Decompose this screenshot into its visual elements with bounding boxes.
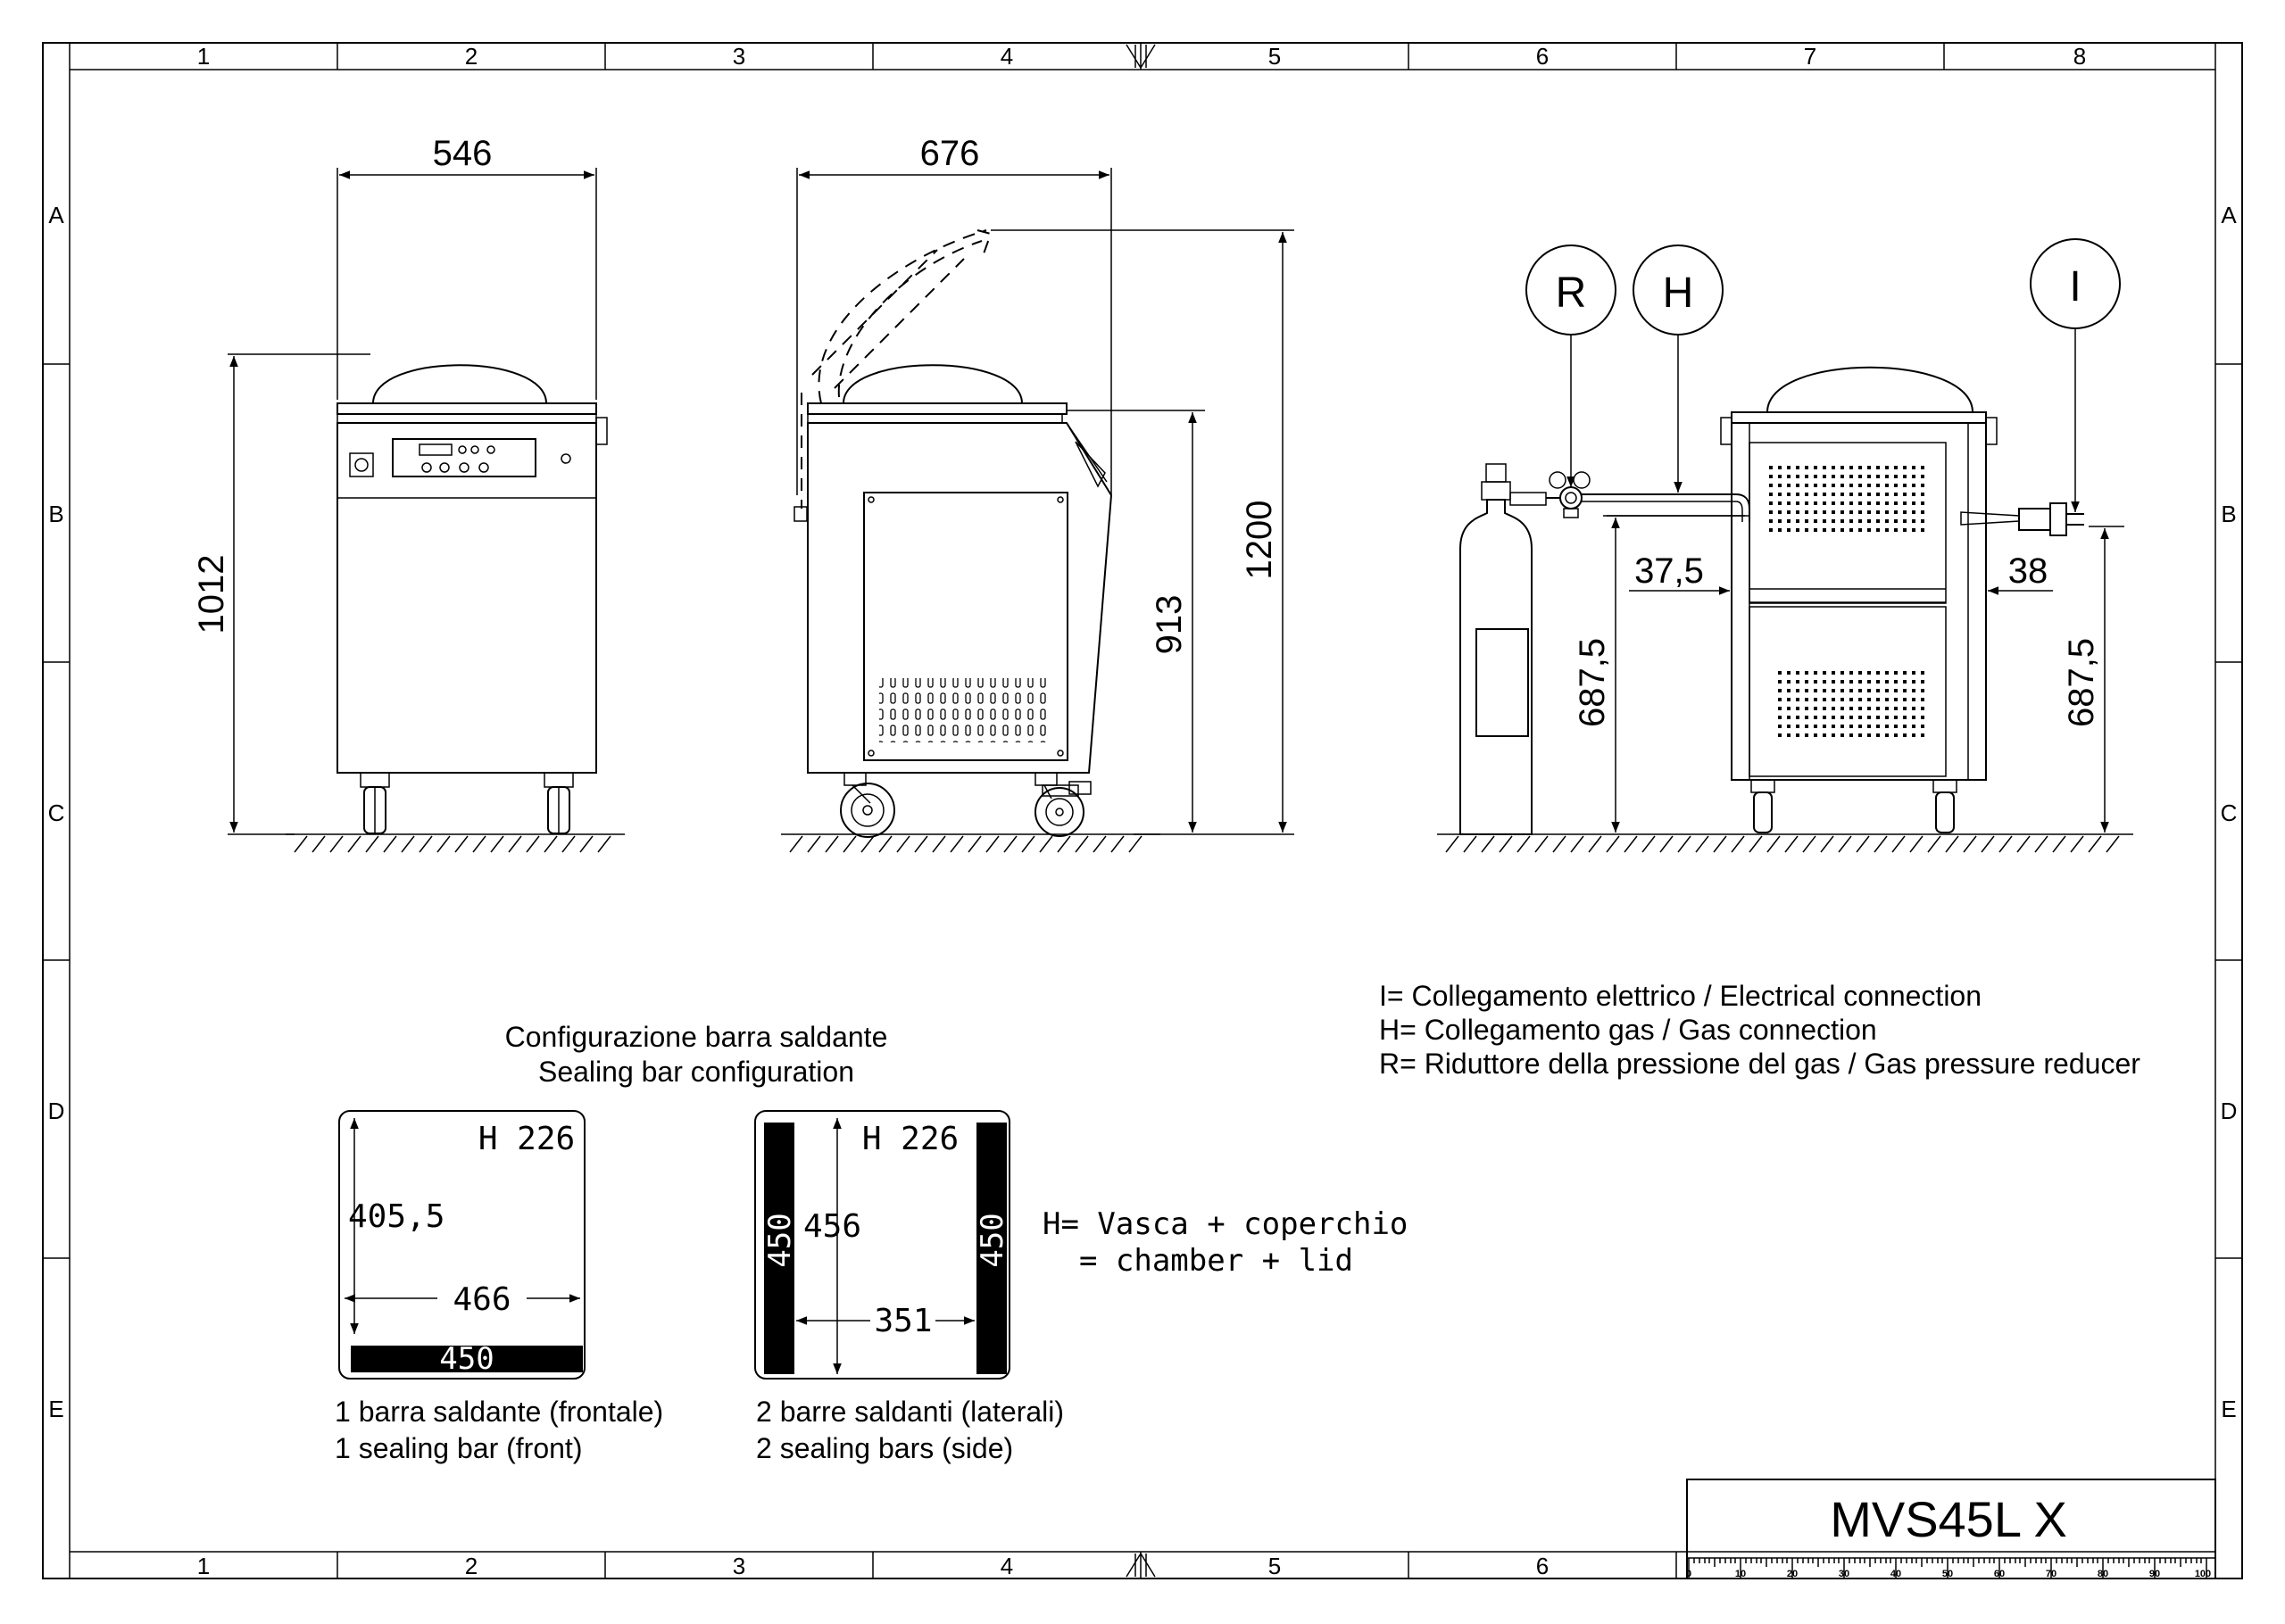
frame-column-label: 7 xyxy=(1804,43,1816,70)
side-total-height-dimension: 1200 xyxy=(1240,501,1279,580)
frame-column-label: 6 xyxy=(1536,1553,1549,1579)
scale-label: 50 xyxy=(1942,1569,1953,1579)
side-depth-dimension: 676 xyxy=(920,134,980,173)
sealing-side-width: 351 xyxy=(874,1303,932,1339)
callout-h-label: H xyxy=(1663,269,1694,317)
sealing-front-bar-length: 450 xyxy=(439,1341,494,1377)
sealing-front-depth: 405,5 xyxy=(348,1198,445,1235)
front-height-dimension: 1012 xyxy=(192,555,231,634)
frame-column-label: 1 xyxy=(197,1553,210,1579)
h-note-line-2: = chamber + lid xyxy=(1043,1243,1353,1279)
rear-machine-body xyxy=(1720,366,1998,833)
frame-column-label: 6 xyxy=(1536,43,1549,70)
scale-label: 30 xyxy=(1839,1569,1849,1579)
rear-callouts xyxy=(1525,238,2121,512)
sealing-side-diagram: H 226 456 351 450 450 xyxy=(754,1110,1010,1380)
front-floor-hatch xyxy=(286,833,625,853)
callout-r-label: R xyxy=(1556,269,1587,317)
frame-column-label: 1 xyxy=(197,43,210,70)
legend-item: I= Collegamento elettrico / Electrical c… xyxy=(1379,980,1982,1012)
frame-row-label: C xyxy=(2221,800,2238,826)
sealing-side-h-label: H 226 xyxy=(862,1121,959,1157)
frame-column-label: 5 xyxy=(1268,43,1281,70)
side-dimension-lines xyxy=(796,168,1294,835)
sealing-front-h-label: H 226 xyxy=(478,1121,575,1157)
frame-column-label: 2 xyxy=(465,1553,478,1579)
side-view: 676 1200 913 xyxy=(781,134,1294,853)
electrical-connection-height-dimension: 687,5 xyxy=(2062,638,2101,727)
connection-legend: I= Collegamento elettrico / Electrical c… xyxy=(1379,980,2140,1080)
rear-floor-hatch xyxy=(1437,833,2133,853)
frame-row-label: B xyxy=(2221,501,2236,527)
legend-item: R= Riduttore della pressione del gas / G… xyxy=(1379,1048,2140,1080)
sealing-side-caption-en: 2 sealing bars (side) xyxy=(756,1432,1013,1464)
gas-hose xyxy=(1582,493,1750,522)
electrical-plug xyxy=(1960,502,2084,536)
sealing-side-depth: 456 xyxy=(803,1208,861,1245)
front-dimension-lines xyxy=(228,168,597,835)
sealing-side-caption-it: 2 barre saldanti (laterali) xyxy=(756,1396,1064,1428)
frame-row-label: B xyxy=(48,501,63,527)
frame-row-label: E xyxy=(2221,1396,2236,1422)
scale-label: 80 xyxy=(2098,1569,2108,1579)
frame-column-label: 3 xyxy=(733,43,745,70)
scale-label: 60 xyxy=(1994,1569,2005,1579)
gas-cylinder xyxy=(1459,463,1547,835)
scale-label: 40 xyxy=(1890,1569,1901,1579)
frame-column-label: 3 xyxy=(733,1553,745,1579)
scale-label: 100 xyxy=(2195,1569,2211,1579)
scale-label: 0 xyxy=(1686,1569,1691,1579)
frame-column-label: 4 xyxy=(1001,43,1013,70)
frame-row-label: E xyxy=(48,1396,63,1422)
side-worktop-height-dimension: 913 xyxy=(1150,595,1189,655)
callout-i-label: I xyxy=(2069,263,2081,311)
frame-row-label: D xyxy=(48,1098,65,1124)
sealing-front-diagram: H 226 405,5 466 450 xyxy=(338,1110,586,1380)
scale-label: 70 xyxy=(2046,1569,2056,1579)
h-note-line-1: H= Vasca + coperchio xyxy=(1043,1206,1408,1242)
front-view: 546 1012 xyxy=(192,134,625,853)
model-name: MVS45L X xyxy=(1830,1491,2067,1547)
side-machine-body xyxy=(794,229,1113,838)
frame-column-labels-top: 1 2 3 4 5 6 7 8 xyxy=(197,43,2086,70)
front-machine-body xyxy=(337,364,608,834)
rear-view: R H I 37,5 38 687,5 687,5 xyxy=(1437,238,2133,853)
frame-row-label: C xyxy=(48,800,65,826)
title-block-scale-labels: 0 10 20 30 40 50 60 70 80 90 100 xyxy=(1686,1569,2211,1579)
sealing-config-title-en: Sealing bar configuration xyxy=(538,1056,854,1088)
sealing-side-right-bar-length: 450 xyxy=(975,1213,1010,1267)
legend-item: H= Collegamento gas / Gas connection xyxy=(1379,1014,1877,1046)
sealing-front-caption-en: 1 sealing bar (front) xyxy=(335,1432,582,1464)
rear-left-offset-dimension: 37,5 xyxy=(1634,551,1704,591)
gas-connection-height-dimension: 687,5 xyxy=(1573,638,1612,727)
sealing-front-width: 466 xyxy=(453,1281,511,1318)
frame-row-labels-right: A B C D E xyxy=(2221,202,2238,1422)
rear-right-offset-dimension: 38 xyxy=(2008,551,2048,591)
scale-label: 90 xyxy=(2149,1569,2160,1579)
sealing-front-caption-it: 1 barra saldante (frontale) xyxy=(335,1396,663,1428)
frame-column-label: 8 xyxy=(2073,43,2086,70)
sealing-config-title-it: Configurazione barra saldante xyxy=(505,1021,888,1053)
frame-row-label: D xyxy=(2221,1098,2238,1124)
side-floor-hatch xyxy=(781,833,1160,853)
sealing-side-left-bar-length: 450 xyxy=(762,1213,798,1267)
frame-row-labels-left: A B C D E xyxy=(48,202,65,1422)
frame-column-label: 2 xyxy=(465,43,478,70)
scale-label: 10 xyxy=(1735,1569,1746,1579)
frame-row-label: A xyxy=(2221,202,2237,228)
title-block xyxy=(1686,1479,2216,1579)
frame-column-label: 4 xyxy=(1001,1553,1013,1579)
frame-column-labels-bottom: 1 2 3 4 5 6 xyxy=(197,1553,1549,1579)
frame-column-label: 5 xyxy=(1268,1553,1281,1579)
front-width-dimension: 546 xyxy=(433,134,493,173)
drawing-frame xyxy=(42,42,2243,1579)
frame-row-label: A xyxy=(48,202,64,228)
scale-label: 20 xyxy=(1787,1569,1798,1579)
rear-dimension-lines xyxy=(1603,515,2124,833)
